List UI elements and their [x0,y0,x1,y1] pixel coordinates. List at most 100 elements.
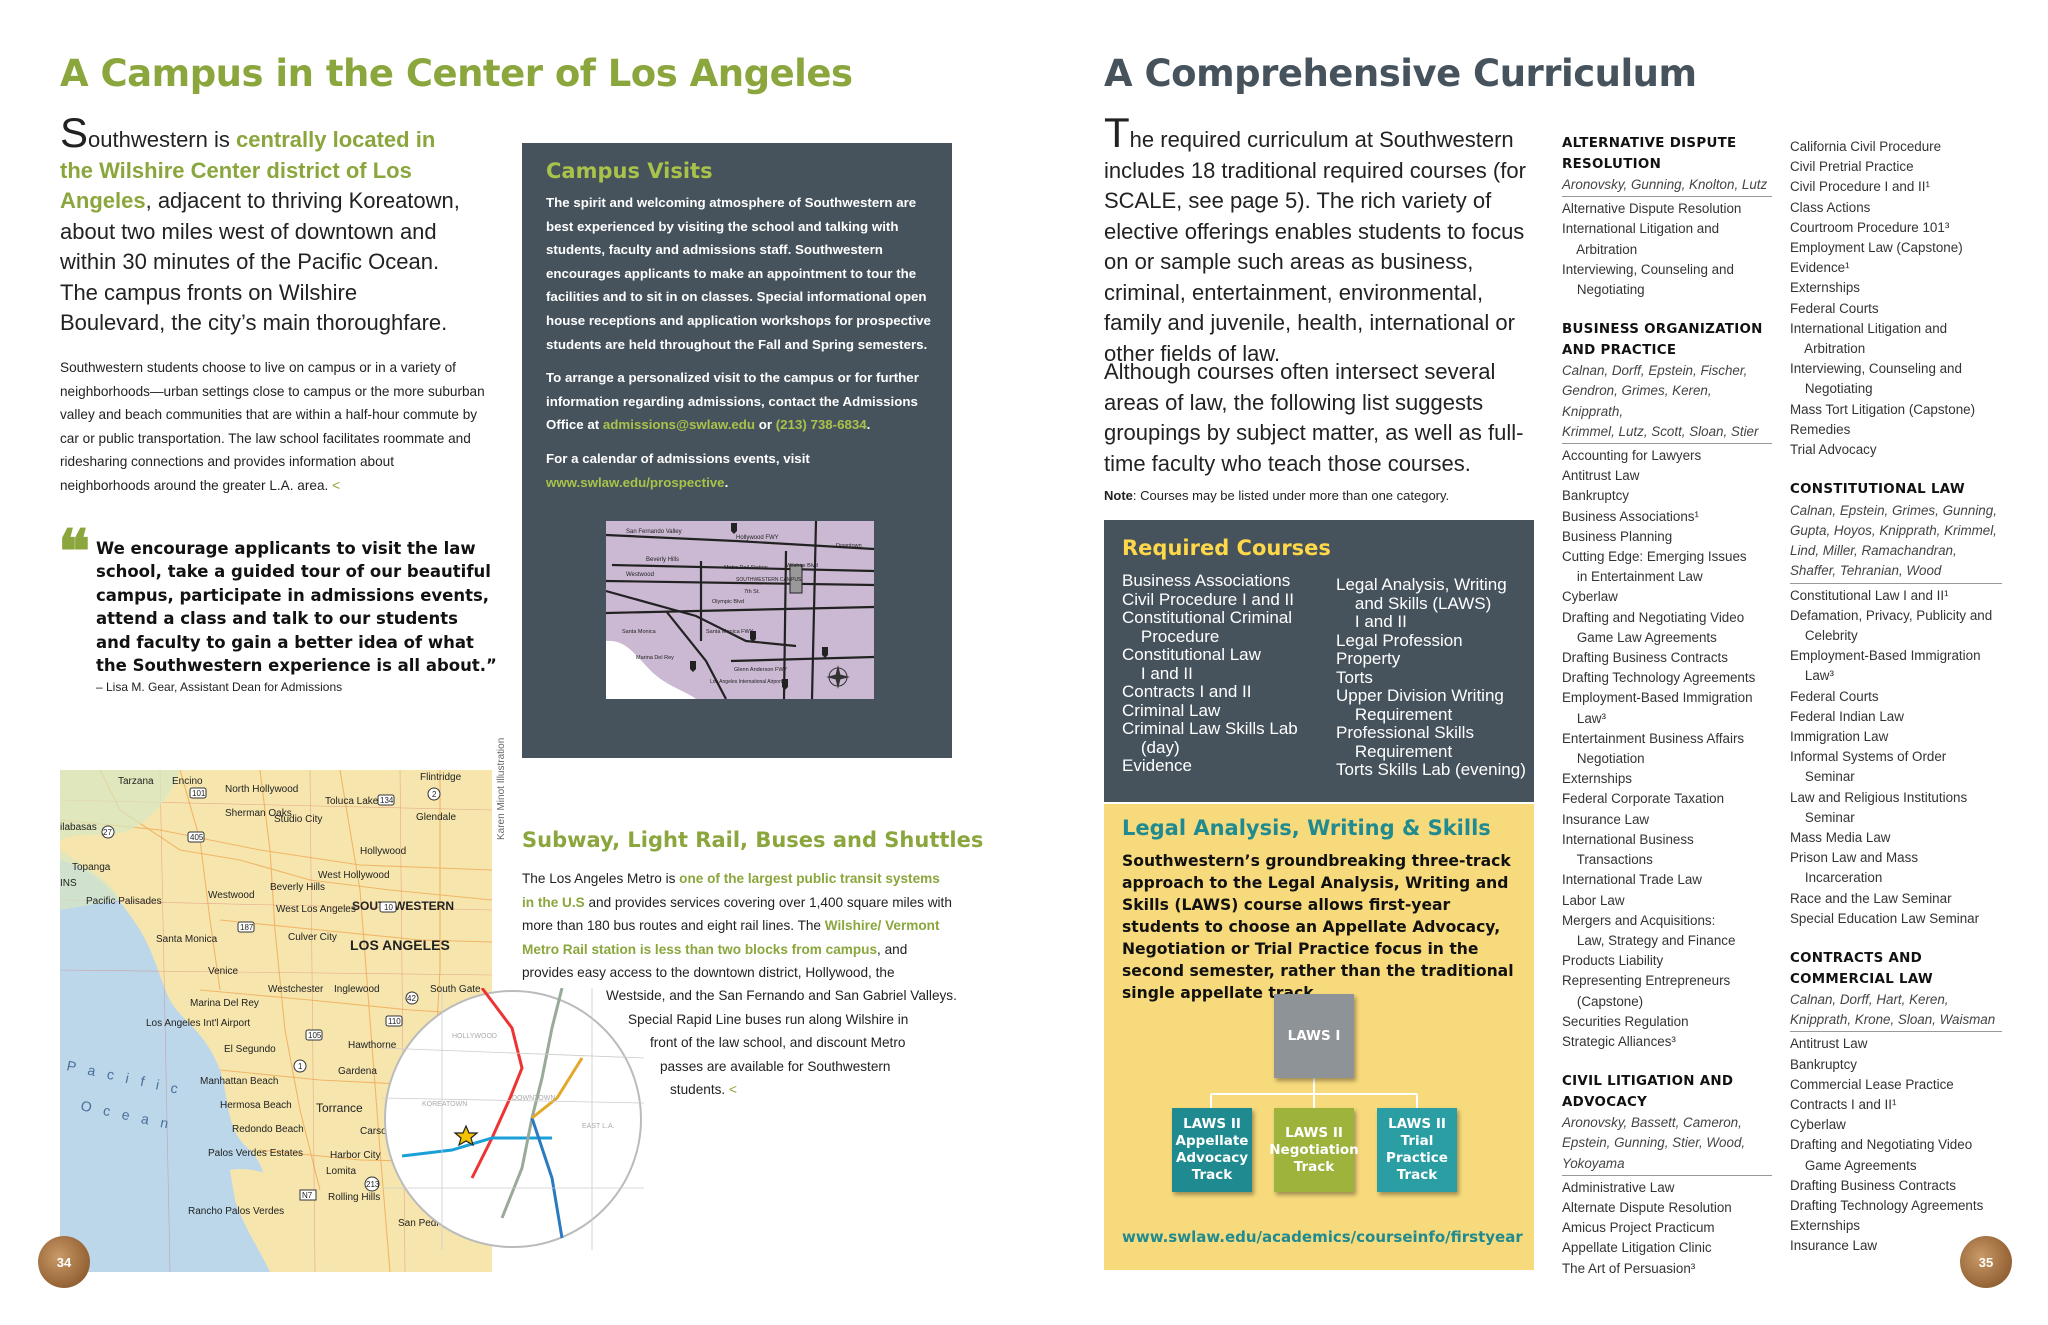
svg-text:Westwood: Westwood [208,890,255,901]
svg-text:1: 1 [298,1062,303,1071]
faculty-line: Gendron, Grimes, Keren, Knipprath, [1562,383,1712,419]
route-shield-icon: 110 [385,1015,403,1027]
course-item: Drafting Business Contracts [1562,650,1728,666]
course-item: Informal Systems of Order [1790,749,1947,765]
required-course-item: and Skills (LAWS) [1336,593,1492,613]
svg-text:West Hollywood: West Hollywood [318,870,390,881]
course-item: California Civil Procedure [1790,139,1942,154]
subway-line-5: Special Rapid Line buses run along Wilsh… [628,1012,909,1027]
mm-bh: Beverly Hills [646,557,679,563]
course-item: Trial Advocacy [1790,442,1877,458]
course-item: Mass Media Law [1790,830,1891,845]
route-shield-icon: 101 [189,787,207,799]
mm-downtown: Downtown [836,543,862,549]
course-group-heading: RESOLUTION [1562,156,1662,172]
faculty-line: Lind, Miller, Ramachandran, [1790,543,1957,559]
prospective-link[interactable]: www.swlaw.edu/prospective [546,474,725,490]
pull-quote: We encourage applicants to visit the law… [96,539,497,676]
course-item: Alternate Dispute Resolution [1562,1199,1732,1215]
route-shield-icon: 213 [364,1176,380,1192]
required-course-item: Requirement [1336,704,1453,724]
faculty-line: Calnan, Dorff, Hart, Keren, [1790,992,1949,1008]
course-item: Accounting for Lawyers [1562,448,1702,464]
admissions-email-link[interactable]: admissions@swlaw.edu [602,417,756,433]
course-item: Contracts I and II¹ [1790,1097,1897,1113]
course-item: Commercial Lease Practice [1790,1076,1954,1092]
freeway-shield-icon [750,631,756,642]
faculty-line: Calnan, Dorff, Epstein, Fischer, [1562,363,1748,379]
course-item: Insurance Law [1790,1238,1878,1254]
svg-text:Marina Del Rey: Marina Del Rey [190,998,259,1009]
course-group-heading: CONSTITUTIONAL LAW [1790,482,1965,498]
svg-text:Manhattan Beach: Manhattan Beach [200,1076,278,1087]
course-item: Law³ [1790,668,1834,684]
svg-text:SOUTHWESTERN: SOUTHWESTERN [352,899,454,913]
svg-text:South Gate: South Gate [430,984,481,995]
course-item: Mergers and Acquisitions: [1562,912,1716,928]
required-course-item: Contracts I and II [1122,682,1252,701]
svg-text:Gardena: Gardena [338,1066,377,1077]
map-credit: Karen Minot Illustration [496,737,507,840]
course-item: Externships [1790,280,1860,296]
course-item: Law, Strategy and Finance [1562,932,1736,948]
mm-7th: 7th St. [744,589,760,595]
quote-attribution: – Lisa M. Gear, Assistant Dean for Admis… [96,680,343,694]
svg-text:Sherman Oaks: Sherman Oaks [225,808,292,819]
course-item: Representing Entrepreneurs [1562,973,1731,989]
svg-text:2: 2 [432,790,437,799]
first-year-link[interactable]: www.swlaw.edu/academics/courseinfo/first… [1122,1228,1523,1246]
svg-text:LOS ANGELES: LOS ANGELES [350,937,450,953]
quote-mark-icon: ❝ [58,517,91,587]
svg-text:Rolling Hills: Rolling Hills [328,1192,380,1203]
laws-title: Legal Analysis, Writing & Skills [1122,816,1491,840]
course-item: Defamation, Privacy, Publicity and [1790,607,1993,623]
required-course-item: I and II [1336,612,1407,631]
faculty-list: Calnan, Epstein, Grimes, Gunning,Gupta, … [1790,501,2002,584]
course-item: Strategic Alliances³ [1562,1033,1676,1049]
course-item: Class Actions [1790,199,1871,215]
route-shield-icon: 405 [187,831,205,843]
course-item: Remedies [1790,421,1851,437]
required-course-item: Property [1336,649,1401,668]
required-course-item: Legal Analysis, Writing [1336,575,1507,594]
svg-text:DOWNTOWN: DOWNTOWN [512,1095,555,1102]
course-item: Prison Law and Mass [1790,850,1919,866]
svg-text:El Segundo: El Segundo [224,1044,276,1055]
dropcap: S [60,109,89,156]
laws-body: Southwestern’s groundbreaking three-trac… [1122,852,1514,1002]
course-item: Negotiation [1562,751,1645,767]
svg-text:213: 213 [366,1180,380,1189]
course-item: Seminar [1790,769,1855,785]
right-second-paragraph: Although courses often intersect several… [1104,359,1524,476]
faculty-line: Aronovsky, Gunning, Knolton, Lutz [1562,177,1768,192]
admissions-phone-link[interactable]: (213) 738-6834 [775,417,867,433]
course-column-1: ALTERNATIVE DISPUTE RESOLUTION Aronovsky, … [1562,134,1772,1299]
freeway-shield-icon [782,679,788,690]
mm-marina: Marina Del Rey [636,655,674,661]
subway-text: The Los Angeles Metro is one of the larg… [522,871,952,980]
course-item: Drafting Technology Agreements [1790,1198,1984,1214]
course-item: Cutting Edge: Emerging Issues [1562,549,1747,565]
course-group-heading: BUSINESS ORGANIZATION [1562,322,1763,338]
svg-text:Inglewood: Inglewood [334,984,380,995]
svg-text:10: 10 [384,903,393,912]
svg-text:Palos Verdes Estates: Palos Verdes Estates [208,1148,303,1159]
svg-text:KOREATOWN: KOREATOWN [422,1101,467,1108]
laws-panel: Legal Analysis, Writing & Skills Southwe… [1104,804,1534,1270]
svg-text:Flintridge: Flintridge [420,772,462,783]
course-group-heading: ALTERNATIVE DISPUTE [1562,136,1737,151]
course-group: CONSTITUTIONAL LAW Calnan, Epstein, Grime… [1790,480,2002,929]
course-item: (Capstone) [1562,993,1644,1009]
course-item: Mass Tort Litigation (Capstone) [1790,401,1976,417]
course-item: Drafting and Negotiating Video [1790,1137,1973,1153]
svg-text:Culver City: Culver City [288,932,337,943]
svg-text:Redondo Beach: Redondo Beach [232,1124,304,1135]
end-mark: < [332,477,341,493]
course-item: Arbitration [1790,341,1866,357]
course-item: in Entertainment Law [1562,569,1703,585]
course-item: Civil Procedure I and II¹ [1790,179,1930,195]
route-shield-icon: 105 [305,1029,323,1041]
route-shield-icon: N7 [299,1189,317,1201]
svg-text:Westchester: Westchester [268,984,324,995]
